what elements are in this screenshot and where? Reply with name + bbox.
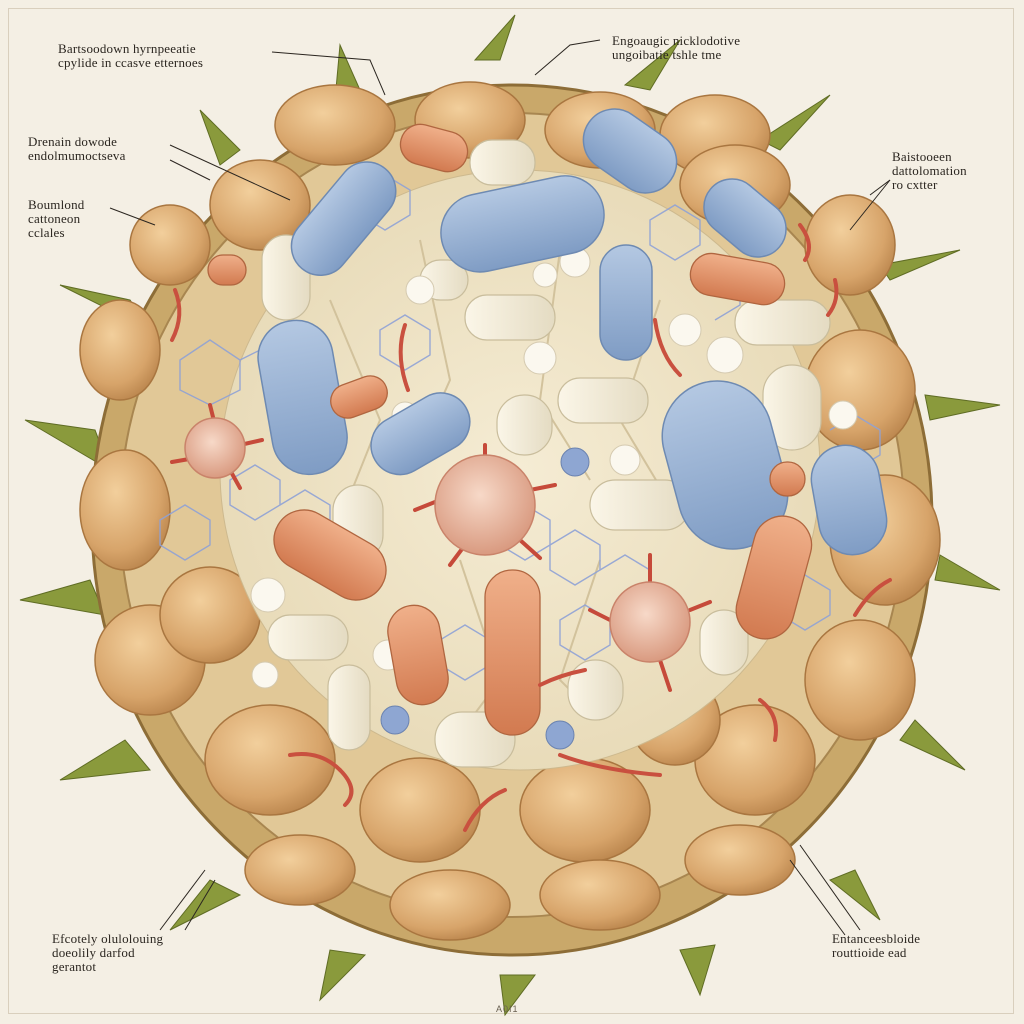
page-frame — [8, 8, 1014, 1014]
label-top-left: Bartsoodown hyrnpeeatie cpylide in ccasv… — [58, 41, 204, 70]
label-bottom-right: Entanceesbloide routtioide ead — [832, 931, 921, 960]
label-bottom-left: Efcotely olulolouing doeolily darfod ger… — [52, 931, 164, 974]
red-filaments — [170, 223, 892, 832]
spore-ring — [79, 81, 941, 941]
blue-small-cells — [380, 447, 590, 750]
leader-lines — [109, 39, 891, 936]
label-upper-right: Baistooeen dattolomation ro cxtter — [892, 149, 967, 192]
label-upper-left: Drenain dowode endolmumoctseva — [28, 134, 126, 163]
label-top-center: Engoaugic nicklodotive ungoibatie tshle … — [612, 33, 741, 62]
virus-particles — [170, 403, 712, 692]
label-mid-left: Boumlond cattoneon cclales — [28, 197, 85, 240]
page-number: A0I1 — [496, 1004, 519, 1014]
orange-bacteria — [207, 123, 813, 736]
blue-bacteria — [257, 108, 888, 556]
